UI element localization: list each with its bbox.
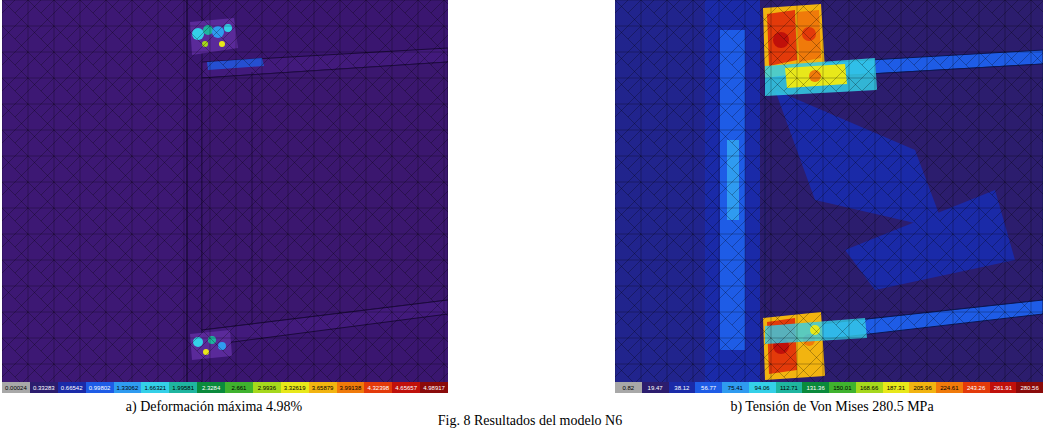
colorbar-value: 4.32398 (367, 385, 389, 391)
colorbar-swatch: 0.00024 (2, 382, 30, 393)
colorbar-swatch: 0.66542 (58, 382, 86, 393)
colorbar-swatch: 1.66321 (141, 382, 169, 393)
colorbar-value: 205.96 (913, 385, 931, 391)
colorbar-swatch: 2.661 (225, 382, 253, 393)
colorbar-swatch: 261.91 (990, 382, 1017, 393)
colorbar-swatch: 3.65879 (309, 382, 337, 393)
colorbar-value: 19.47 (648, 385, 663, 391)
colorbar-swatch: 4.98917 (420, 382, 448, 393)
colorbar-value: 2.3284 (202, 385, 220, 391)
strain-plot (2, 0, 448, 382)
colorbar-value: 3.99138 (340, 385, 362, 391)
colorbar-value: 38.12 (674, 385, 689, 391)
colorbar-swatch: 56.77 (695, 382, 722, 393)
colorbar-value: 0.99802 (89, 385, 111, 391)
colorbar-value: 75.41 (728, 385, 743, 391)
colorbar-value: 0.66542 (61, 385, 83, 391)
colorbar-swatch: 4.32398 (364, 382, 392, 393)
colorbar-swatch: 112.71 (776, 382, 803, 393)
colorbar-swatch: 1.99581 (169, 382, 197, 393)
colorbar-value: 0.00024 (5, 385, 27, 391)
colorbar-value: 3.65879 (312, 385, 334, 391)
colorbar-swatch: 131.36 (802, 382, 829, 393)
colorbar-value: 4.98917 (423, 385, 445, 391)
colorbar-swatch: 3.99138 (337, 382, 365, 393)
colorbar-swatch: 4.65657 (392, 382, 420, 393)
colorbar-swatch: 2.3284 (197, 382, 225, 393)
colorbar-value: 224.61 (940, 385, 958, 391)
colorbar-value: 2.661 (231, 385, 246, 391)
subfigure-caption: a) Deformación máxima 4.98% (126, 399, 303, 415)
colorbar-swatch: 168.66 (856, 382, 883, 393)
colorbar-swatch: 94.06 (749, 382, 776, 393)
colorbar-value: 261.91 (994, 385, 1012, 391)
colorbar-swatch: 205.96 (909, 382, 936, 393)
colorbar-value: 112.71 (780, 385, 798, 391)
colorbar-swatch: 150.01 (829, 382, 856, 393)
figure-caption: Fig. 8 Resultados del modelo N6 (438, 413, 622, 429)
colorbar-value: 280.56 (1020, 385, 1038, 391)
colorbar-value: 0.82 (623, 385, 635, 391)
colorbar-swatch: 0.82 (615, 382, 642, 393)
colorbar-value: 1.99581 (172, 385, 194, 391)
colorbar-swatch: 75.41 (722, 382, 749, 393)
colorbar-value: 168.66 (860, 385, 878, 391)
colorbar-value: 94.06 (755, 385, 770, 391)
subfigure-caption: b) Tensión de Von Mises 280.5 MPa (730, 399, 933, 415)
colorbar-swatch: 0.99802 (86, 382, 114, 393)
colorbar-swatch: 3.32619 (281, 382, 309, 393)
colorbar-swatch: 2.9936 (253, 382, 281, 393)
colorbar-swatch: 187.31 (883, 382, 910, 393)
colorbar-swatch: 243.26 (963, 382, 990, 393)
colorbar-swatch: 19.47 (642, 382, 669, 393)
colorbar-value: 243.26 (967, 385, 985, 391)
colorbar-value: 56.77 (701, 385, 716, 391)
colorbar-value: 131.36 (806, 385, 824, 391)
colorbar-value: 150.01 (833, 385, 851, 391)
colorbar-swatch: 224.61 (936, 382, 963, 393)
colorbar-value: 1.33062 (117, 385, 139, 391)
colorbar-swatch: 1.33062 (114, 382, 142, 393)
colorbar-value: 187.31 (887, 385, 905, 391)
colorbar-swatch: 280.56 (1016, 382, 1043, 393)
stress-plot (615, 0, 1043, 382)
colorbar-value: 4.65657 (395, 385, 417, 391)
colorbar-value: 0.33283 (33, 385, 55, 391)
colorbar-swatch: 38.12 (669, 382, 696, 393)
colorbar-swatch: 0.33283 (30, 382, 58, 393)
colorbar-value: 1.66321 (144, 385, 166, 391)
colorbar-value: 2.9936 (258, 385, 276, 391)
colorbar-value: 3.32619 (284, 385, 306, 391)
